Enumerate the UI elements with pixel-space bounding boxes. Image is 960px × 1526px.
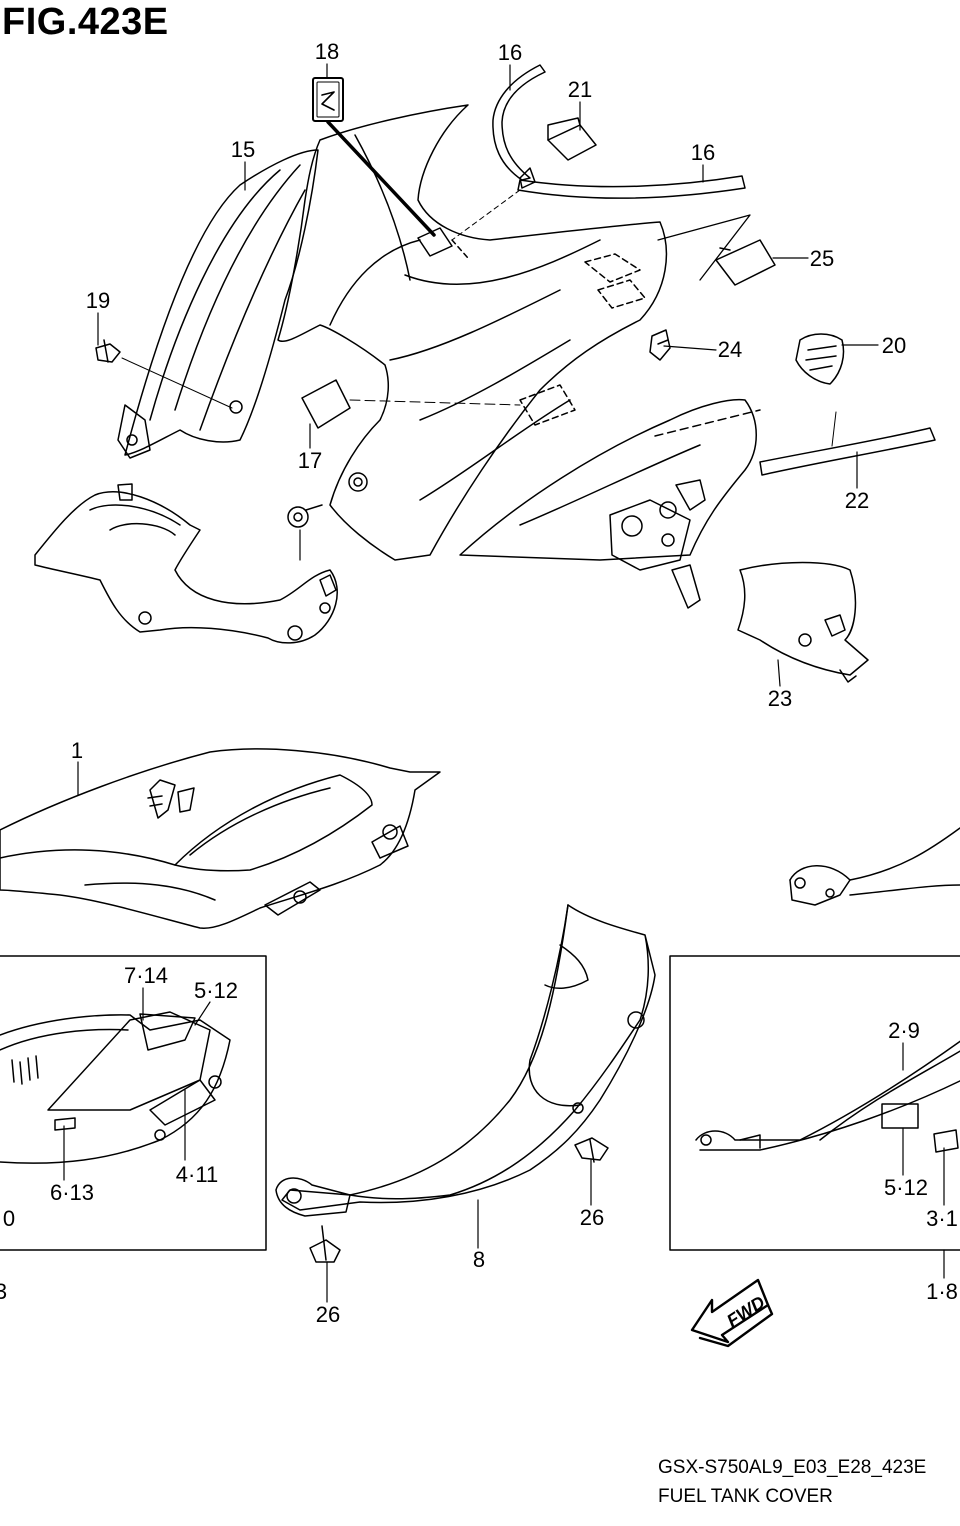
callout-4-11: 4·11	[176, 1162, 218, 1187]
callout-20: 20	[882, 333, 906, 358]
callout-17: 17	[298, 448, 322, 473]
inset-box-right	[669, 955, 960, 1251]
callout-3-1: 3·1	[926, 1206, 958, 1231]
part-18-emblem	[312, 77, 453, 257]
part-1-tank-cover	[0, 748, 441, 929]
part-26-clip-upper	[574, 1137, 609, 1163]
callout-0: 0	[3, 1206, 15, 1231]
callout-6-13: 6·13	[50, 1180, 94, 1205]
callout-3-left: 3	[0, 1279, 7, 1304]
figure-caption: FUEL TANK COVER	[658, 1486, 833, 1507]
screw	[287, 504, 323, 528]
part-tank-cover-main	[277, 104, 668, 561]
callout-21: 21	[568, 77, 592, 102]
callout-16-right: 16	[691, 140, 715, 165]
part-21-pad	[547, 117, 597, 161]
callout-26-upper: 26	[580, 1205, 604, 1230]
callout-labels: 1 15 16 16 17 18 19 20 21 22 23 24 25 7·…	[0, 39, 958, 1327]
callout-7-14: 7·14	[124, 963, 168, 988]
part-15-front-shroud	[117, 149, 319, 459]
callout-23: 23	[768, 686, 792, 711]
part-22-strip	[759, 411, 936, 476]
figure-title: FIG.423E	[2, 1, 169, 43]
part-1-right-fragment	[789, 827, 960, 906]
part-26-clip-lower	[309, 1225, 341, 1263]
leader-lines	[63, 63, 945, 1303]
part-8-side-cover	[275, 904, 656, 1217]
fwd-arrow-icon	[690, 1278, 774, 1348]
callout-22: 22	[845, 488, 869, 513]
callout-8: 8	[473, 1247, 485, 1272]
callout-19: 19	[86, 288, 110, 313]
part-23-bracket	[671, 561, 869, 683]
callout-15: 15	[231, 137, 255, 162]
part-25-pad	[715, 239, 776, 286]
callout-18: 18	[315, 39, 339, 64]
callout-16-top: 16	[498, 40, 522, 65]
model-code: GSX-S750AL9_E03_E28_423E	[658, 1457, 927, 1478]
callout-25: 25	[810, 246, 834, 271]
callout-2-9: 2·9	[888, 1018, 920, 1043]
part-16-trim-strip	[451, 64, 746, 241]
callout-5-12-right: 5·12	[884, 1175, 928, 1200]
callout-26-lower: 26	[316, 1302, 340, 1327]
part-lower-bracket	[34, 483, 338, 644]
part-17-pad	[301, 379, 521, 429]
part-19-clip	[95, 339, 233, 409]
callout-5-12-left: 5·12	[194, 978, 238, 1003]
part-right-side-panel	[459, 214, 761, 571]
callout-1: 1	[71, 738, 83, 763]
part-24-clip	[649, 329, 671, 361]
callout-24: 24	[718, 337, 742, 362]
callout-1-8: 1·8	[926, 1279, 958, 1304]
inset-box-left	[0, 955, 267, 1251]
part-20-cap	[795, 333, 845, 385]
